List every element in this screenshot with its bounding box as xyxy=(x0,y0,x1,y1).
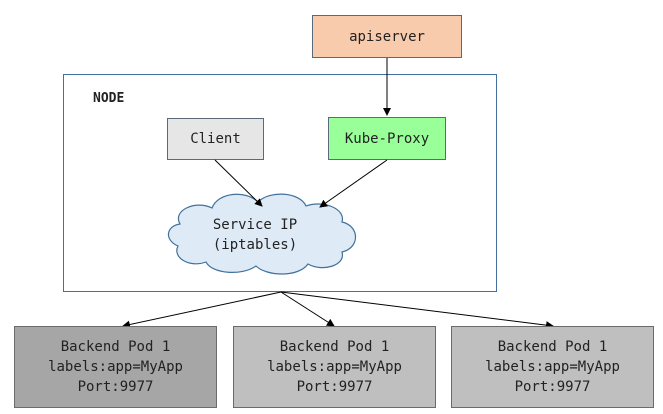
arrow-node-to-pod-3 xyxy=(280,291,554,330)
backend-pod-3: Backend Pod 1 labels:app=MyApp Port:9977 xyxy=(451,326,654,408)
backend-pod-1: Backend Pod 1 labels:app=MyApp Port:9977 xyxy=(14,326,217,408)
arrow-node-to-pod-2 xyxy=(280,291,335,327)
pod-labels: labels:app=MyApp xyxy=(48,359,183,375)
kube-proxy-box: Kube-Proxy xyxy=(328,117,446,160)
pod-title: Backend Pod 1 xyxy=(497,339,608,355)
kube-proxy-label: Kube-Proxy xyxy=(344,130,430,147)
node-label: NODE xyxy=(93,91,125,106)
pod-labels: labels:app=MyApp xyxy=(267,359,402,375)
pod-port: Port:9977 xyxy=(514,379,591,395)
arrow-client-to-service xyxy=(214,159,263,207)
service-ip-text: Service IP (iptables) xyxy=(190,215,320,255)
pod-port: Port:9977 xyxy=(77,379,154,395)
service-iptables-label: (iptables) xyxy=(212,237,298,253)
backend-pod-2: Backend Pod 1 labels:app=MyApp Port:9977 xyxy=(233,326,436,408)
pod-port: Port:9977 xyxy=(296,379,373,395)
client-box: Client xyxy=(167,118,264,160)
service-ip-cloud xyxy=(167,193,357,275)
arrow-kube-proxy-to-service xyxy=(319,159,388,208)
pod-title: Backend Pod 1 xyxy=(60,339,171,355)
arrow-node-to-pod-1 xyxy=(122,291,282,329)
apiserver-label: apiserver xyxy=(349,28,425,45)
apiserver-box: apiserver xyxy=(312,15,462,58)
pod-labels: labels:app=MyApp xyxy=(485,359,620,375)
pod-title: Backend Pod 1 xyxy=(279,339,390,355)
client-label: Client xyxy=(190,131,241,147)
service-ip-label: Service IP xyxy=(212,217,298,233)
